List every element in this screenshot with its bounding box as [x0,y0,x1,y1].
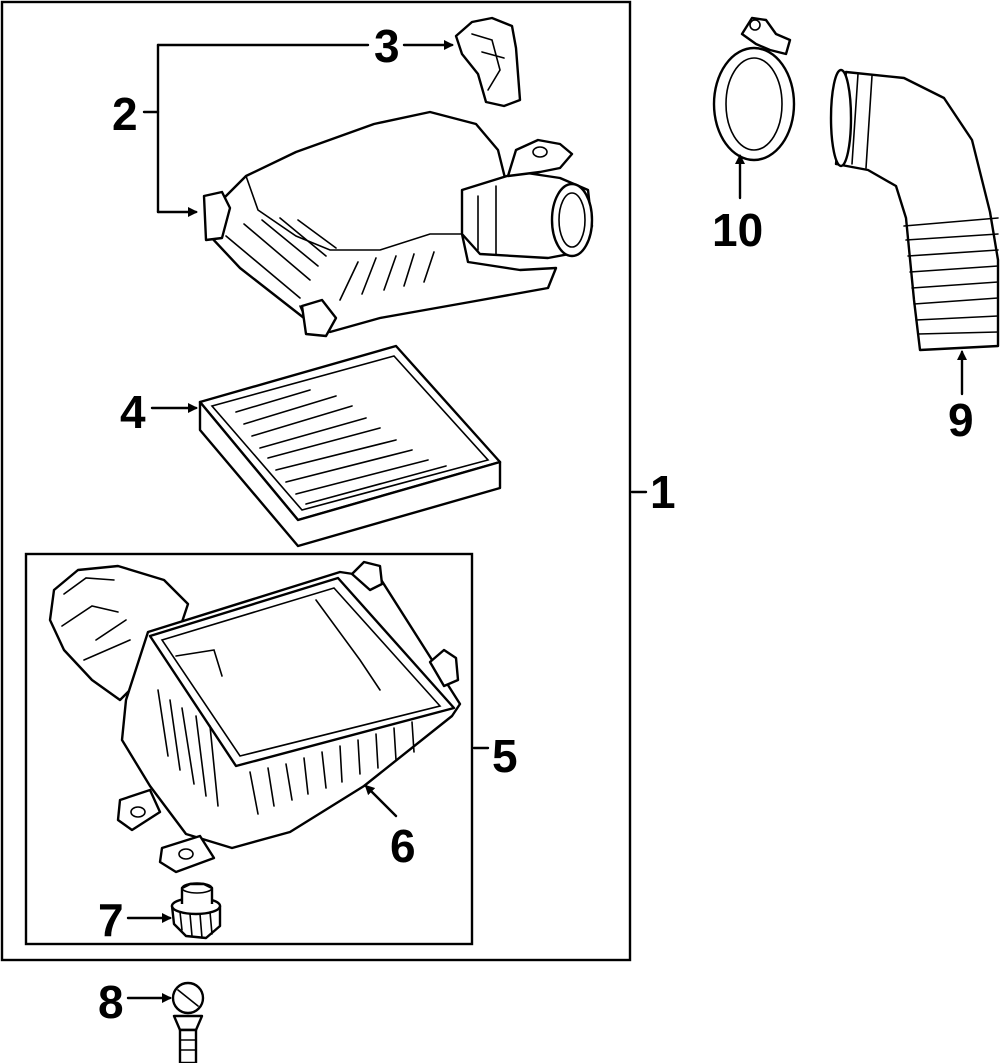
callout-9[interactable]: 9 [948,394,974,446]
callout-2[interactable]: 2 [112,88,138,140]
callout-5[interactable]: 5 [492,730,518,782]
callout-3[interactable]: 3 [374,20,400,72]
grommet[interactable] [170,882,222,940]
intake-hose[interactable] [829,68,1000,352]
clip-part[interactable] [454,16,522,108]
callout-8[interactable]: 8 [98,976,124,1028]
assembly-frame [0,0,632,962]
air-filter[interactable] [198,344,502,548]
callout-1[interactable]: 1 [650,466,676,518]
callout-2-bracket [142,43,370,217]
callout-6-arrow [364,784,398,818]
lower-case-frame [24,552,474,946]
callout-7[interactable]: 7 [98,894,124,946]
lower-case[interactable] [48,560,462,874]
bolt[interactable] [171,981,205,1063]
hose-clamp[interactable] [712,16,796,162]
callout-10[interactable]: 10 [712,204,763,256]
upper-housing[interactable] [202,110,594,338]
callout-6[interactable]: 6 [390,820,416,872]
callout-4[interactable]: 4 [120,386,146,438]
